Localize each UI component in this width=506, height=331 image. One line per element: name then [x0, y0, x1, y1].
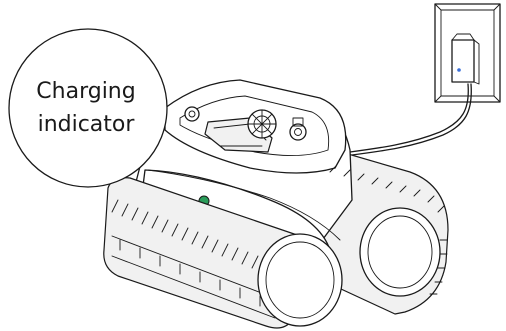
power-cable [350, 84, 471, 155]
charging-indicator-callout: Charging indicator [9, 29, 167, 187]
callout-label-line1: Charging [36, 79, 135, 104]
adapter-led-icon [457, 68, 461, 72]
power-adapter-icon [452, 34, 479, 84]
callout-label-line2: indicator [38, 112, 136, 137]
